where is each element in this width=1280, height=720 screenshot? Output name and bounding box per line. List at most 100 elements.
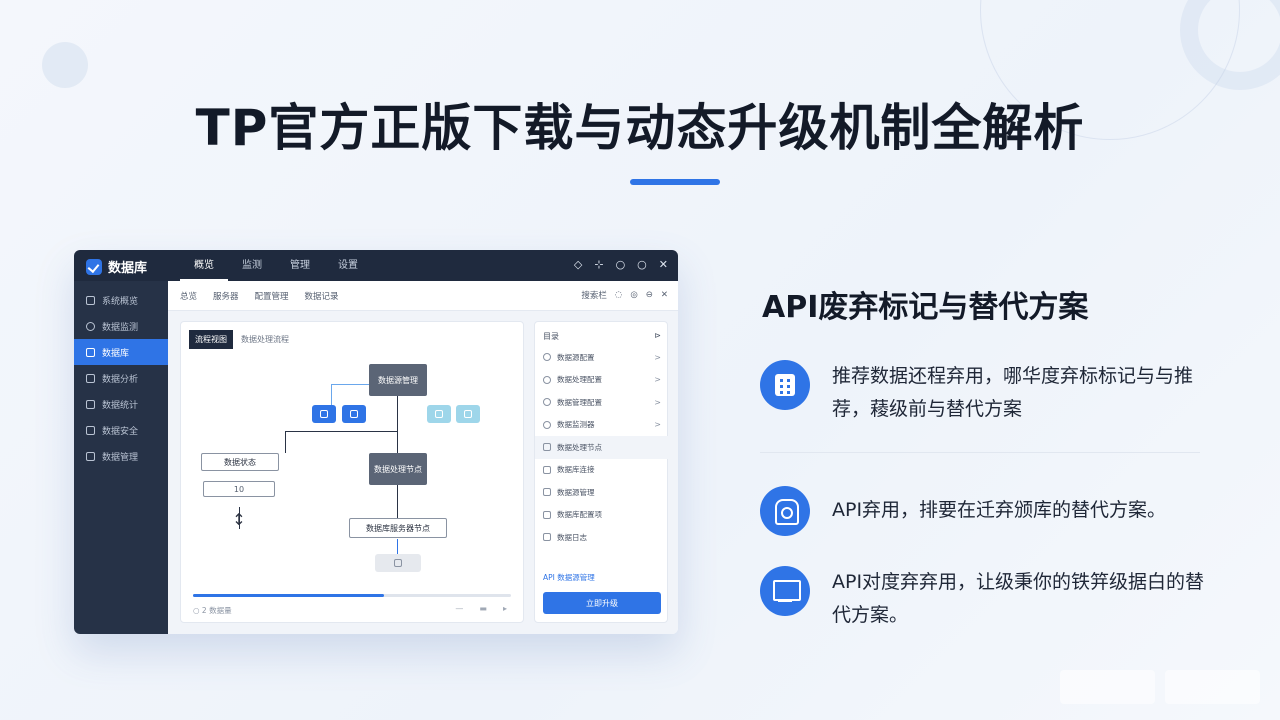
top-tab-monitor[interactable]: 监测 bbox=[242, 260, 262, 271]
sub-tabs: 总览 服务器 配置管理 数据记录 bbox=[180, 290, 339, 302]
sidebar-item-label: 数据分析 bbox=[102, 374, 139, 385]
feature-text: 推荐数据还程弃用，哪华度弃标标记与与推荐，薐级前与替代方案 bbox=[832, 365, 1194, 420]
feature-text: API对度弃弃用，让级秉你的铁笄级据白的替代方案。 bbox=[832, 571, 1205, 626]
list-item-icon bbox=[543, 443, 551, 452]
file-icon bbox=[435, 410, 443, 418]
node-icon-light[interactable] bbox=[427, 405, 451, 423]
top-tab-overview[interactable]: 概览 bbox=[180, 250, 228, 281]
circle-icon[interactable]: ○ bbox=[615, 258, 626, 271]
statistics-icon bbox=[86, 399, 95, 409]
management-icon bbox=[86, 451, 95, 461]
sidebar-item-monitor[interactable]: 数据监测 bbox=[74, 313, 168, 339]
watermark-block bbox=[1165, 670, 1260, 704]
sub-toolbar-actions: 搜索栏 ◌ ◎ ⊖ ✕ bbox=[581, 289, 668, 301]
node-icon-light[interactable] bbox=[456, 405, 480, 423]
connector bbox=[397, 395, 398, 453]
node-output[interactable] bbox=[375, 554, 421, 572]
connector bbox=[285, 431, 397, 432]
list-item[interactable]: 数据库配置项 bbox=[535, 504, 669, 527]
chevron-right-icon: > bbox=[654, 397, 661, 407]
play-icon[interactable]: ▸ bbox=[502, 604, 507, 613]
sub-tab-records[interactable]: 数据记录 bbox=[304, 292, 339, 302]
watermark-block bbox=[1060, 670, 1155, 704]
node-data-source[interactable]: 数据源管理 bbox=[369, 364, 427, 396]
sidebar-item-security[interactable]: 数据安全 bbox=[74, 417, 168, 443]
sidebar-item-label: 数据安全 bbox=[102, 426, 139, 437]
node-icon-blue[interactable] bbox=[312, 405, 336, 423]
list-item[interactable]: 数据日志 bbox=[535, 526, 669, 549]
list-header: 目录 ⊳ bbox=[543, 331, 661, 342]
app-topbar: 数据库 概览 监测 管理 设置 ◇ ⊹ ○ ○ ✕ bbox=[74, 250, 678, 281]
sub-tab-config[interactable]: 配置管理 bbox=[254, 292, 289, 302]
minus-icon[interactable]: ⊖ bbox=[645, 290, 653, 300]
title-underline bbox=[630, 179, 720, 185]
page-title: TP官方正版下载与动态升级机制全解析 bbox=[195, 99, 1085, 157]
list-item-label: 数据库连接 bbox=[557, 465, 595, 475]
list-item[interactable]: 数据库连接 bbox=[535, 459, 669, 482]
chat-icon[interactable]: ◌ bbox=[614, 290, 623, 300]
node-processing[interactable]: 数据处理节点 bbox=[369, 453, 427, 485]
list-title: 目录 bbox=[543, 332, 559, 341]
list-item-icon bbox=[543, 510, 551, 519]
watermark bbox=[1060, 670, 1260, 704]
api-source-link[interactable]: API 数据源管理 bbox=[543, 573, 595, 582]
status-value: 10 bbox=[203, 481, 275, 497]
close-icon[interactable]: ✕ bbox=[658, 258, 668, 271]
collapse-icon[interactable]: ⊳ bbox=[654, 331, 661, 340]
zoom-out-icon[interactable]: — bbox=[455, 604, 464, 613]
sidebar-item-label: 数据库 bbox=[102, 348, 130, 359]
progress-bar bbox=[193, 594, 511, 597]
list-item-label: 数据库配置项 bbox=[557, 510, 602, 520]
sidebar-item-label: 数据管理 bbox=[102, 452, 139, 463]
window-controls: ◇ ⊹ ○ ○ ✕ bbox=[574, 258, 668, 271]
move-icon[interactable]: ⊹ bbox=[594, 258, 604, 271]
node-db-server[interactable]: 数据库服务器节点 bbox=[349, 518, 447, 538]
list-item-label: 数据管理配置 bbox=[557, 397, 602, 407]
list-item[interactable]: 数据处理配置> bbox=[535, 369, 669, 392]
zoom-bar-icon[interactable]: ▬ bbox=[479, 604, 487, 613]
list-item-label: 数据处理配置 bbox=[557, 375, 602, 385]
panel-footer-count: ○ 2 数据量 bbox=[193, 606, 232, 615]
tab-flow-view[interactable]: 流程视图 bbox=[189, 330, 233, 349]
sub-toolbar: 总览 服务器 配置管理 数据记录 搜索栏 ◌ ◎ ⊖ ✕ bbox=[168, 281, 678, 311]
sidebar-item-label: 数据统计 bbox=[102, 400, 139, 411]
list-item[interactable]: 数据处理节点 bbox=[535, 436, 669, 459]
list-item[interactable]: 数据源配置 > bbox=[535, 346, 669, 369]
sidebar-item-management[interactable]: 数据管理 bbox=[74, 443, 168, 469]
sidebar-item-statistics[interactable]: 数据统计 bbox=[74, 391, 168, 417]
close-icon[interactable]: ✕ bbox=[660, 290, 668, 300]
sidebar-item-analysis[interactable]: 数据分析 bbox=[74, 365, 168, 391]
house-icon bbox=[760, 486, 810, 536]
app-logo[interactable]: 数据库 bbox=[86, 257, 147, 276]
maximize-icon[interactable]: ○ bbox=[637, 258, 647, 271]
node-status[interactable]: 数据状态 bbox=[201, 453, 279, 471]
top-tab-manage[interactable]: 管理 bbox=[290, 260, 310, 271]
sidebar-item-overview[interactable]: 系统概览 bbox=[74, 287, 168, 313]
upgrade-button[interactable]: 立即升级 bbox=[543, 592, 661, 614]
database-icon bbox=[86, 347, 95, 357]
config-list: 数据源配置>数据处理配置>数据管理配置>数据监测器>数据处理节点数据库连接数据源… bbox=[535, 346, 669, 549]
panel-tabs: 流程视图 数据处理流程 bbox=[189, 330, 291, 349]
list-item[interactable]: 数据源管理 bbox=[535, 481, 669, 504]
sub-tab-summary[interactable]: 总览 bbox=[180, 292, 198, 302]
grid-icon bbox=[760, 360, 810, 410]
list-item[interactable]: 数据监测器> bbox=[535, 414, 669, 437]
top-tab-settings[interactable]: 设置 bbox=[338, 260, 358, 271]
list-item[interactable]: 数据管理配置 > bbox=[535, 391, 669, 414]
connector bbox=[331, 384, 369, 385]
database-icon bbox=[394, 559, 402, 567]
list-item-label: 数据监测器 bbox=[557, 420, 595, 430]
chevron-right-icon: > bbox=[654, 352, 661, 362]
connector bbox=[397, 485, 398, 523]
sidebar-item-database[interactable]: 数据库 bbox=[74, 339, 168, 365]
sub-tab-server[interactable]: 服务器 bbox=[213, 292, 239, 302]
divider bbox=[760, 452, 1200, 453]
connector bbox=[285, 431, 286, 453]
tab-flow-process[interactable]: 数据处理流程 bbox=[241, 335, 289, 344]
node-icon-blue[interactable] bbox=[342, 405, 366, 423]
search-button[interactable]: 搜索栏 bbox=[581, 291, 607, 301]
help-icon[interactable]: ◎ bbox=[630, 290, 638, 300]
decor-dot bbox=[42, 42, 88, 88]
diamond-icon[interactable]: ◇ bbox=[573, 258, 583, 271]
list-item-label: 数据源配置 bbox=[557, 352, 595, 362]
